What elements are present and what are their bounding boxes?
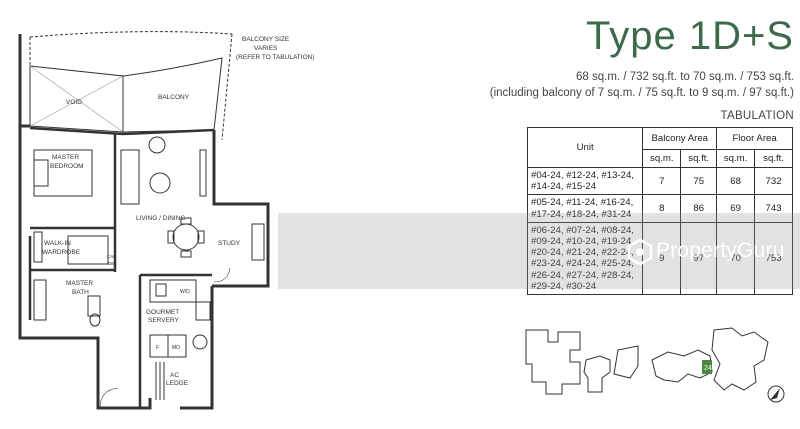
row-floor-sqm: 69	[716, 194, 756, 223]
unit-type-title: Type 1D+S	[585, 14, 794, 58]
row-balcony-sqm: 8	[642, 194, 682, 223]
armchair-icon	[148, 136, 166, 154]
unit-highlight	[702, 360, 712, 374]
balcony-note-line3: (REFER TO TABULATION)	[236, 54, 315, 61]
db-label: DB	[108, 261, 114, 266]
fridge-label: F	[156, 345, 159, 351]
living-dining-label: LIVING / DINING	[136, 215, 185, 222]
table-row: #06-24, #07-24, #08-24, #09-24, #10-24, …	[526, 221, 793, 296]
balcony-note-line2: VARIES	[254, 45, 278, 52]
ac-label-1: AC	[170, 372, 179, 379]
key-plan-drawing: 24	[525, 327, 785, 403]
study-label: STUDY	[218, 240, 241, 247]
outer-wall-left	[18, 34, 152, 410]
balcony-boundary-dashed	[29, 31, 233, 38]
watermark-band	[278, 213, 800, 289]
tabulation-table: Unit Balcony Area Floor Area sq.m. sq.ft…	[526, 127, 793, 296]
row-balcony-sqft: 75	[680, 166, 718, 196]
row-units: #05-24, #11-24, #16-24, #17-24, #18-24, …	[526, 194, 644, 223]
table-row: #05-24, #11-24, #16-24, #17-24, #18-24, …	[526, 194, 793, 223]
header-balcony-sqft: sq.ft.	[680, 149, 718, 168]
row-balcony-sqm: 7	[642, 166, 682, 196]
row-balcony-sqft: 97	[680, 221, 718, 296]
void-label: VOID	[66, 99, 82, 106]
kitchen-counter	[149, 279, 197, 303]
row-floor-sqm: 68	[716, 166, 756, 196]
walk-in-label-1: WALK-IN	[44, 240, 71, 247]
gourmet-label-1: GOURMET	[146, 309, 179, 316]
sofa-icon	[120, 149, 140, 205]
key-plan: 24	[518, 320, 800, 424]
watermark-text: PropertyGuru	[656, 239, 785, 262]
sink-icon	[155, 283, 167, 297]
header-floor-sqft: sq.ft.	[754, 149, 793, 168]
gourmet-label-2: SERVERY	[148, 317, 179, 324]
header-balcony-sqm: sq.m.	[642, 149, 682, 168]
row-units: #04-24, #12-24, #13-24, #14-24, #15-24	[526, 166, 644, 196]
cab-label: CAB	[107, 254, 116, 259]
row-units: #06-24, #07-24, #08-24, #09-24, #10-24, …	[526, 221, 644, 296]
header-floor-sqm: sq.m.	[716, 149, 756, 168]
master-bedroom-label-1: MASTER	[52, 154, 79, 161]
header-balcony-area: Balcony Area	[642, 127, 718, 150]
balcony-range-line: (including balcony of 7 sq.m. / 75 sq.ft…	[489, 87, 794, 99]
ac-label-2: LEDGE	[166, 380, 189, 387]
header-floor-area: Floor Area	[716, 127, 793, 150]
row-floor-sqft: 732	[754, 166, 793, 196]
propertyguru-logo-icon	[627, 238, 653, 266]
north-arrow-icon	[767, 385, 785, 403]
tabulation-label: TABULATION	[720, 110, 794, 122]
balcony-label: BALCONY	[158, 94, 190, 101]
row-floor-sqft: 753	[754, 221, 793, 296]
row-floor-sqft: 743	[754, 194, 793, 223]
floor-plan-drawing: BALCONY SIZE VARIES (REFER TO TABULATION…	[18, 31, 315, 410]
header-unit: Unit	[526, 127, 644, 168]
balcony-note-line1: BALCONY SIZE	[242, 36, 290, 43]
master-bath-label-2: BATH	[72, 289, 89, 296]
area-range-line: 68 sq.m. / 732 sq.ft. to 70 sq.m. / 753 …	[576, 71, 794, 83]
master-bath-label-1: MASTER	[66, 280, 93, 287]
study-desk-icon	[251, 223, 265, 261]
mo-label: MO	[172, 345, 180, 351]
row-floor-sqm: 70	[716, 221, 756, 296]
wd-label: W/D	[180, 289, 190, 295]
unit-highlight-label: 24	[704, 365, 712, 372]
table-row: #04-24, #12-24, #13-24, #14-24, #15-24 7…	[526, 166, 793, 196]
outer-wall-right	[212, 130, 270, 288]
dining-table-icon	[172, 223, 200, 251]
floor-plan: BALCONY SIZE VARIES (REFER TO TABULATION…	[18, 31, 315, 410]
master-bedroom-label-2: BEDROOM	[50, 163, 84, 170]
balcony-area	[122, 57, 223, 133]
coffee-table-icon	[149, 172, 171, 194]
key-plan-blocks	[525, 327, 769, 395]
bathtub-icon	[33, 279, 47, 321]
toilet-icon	[89, 313, 101, 327]
walk-in-label-2: WARDROBE	[42, 249, 81, 256]
